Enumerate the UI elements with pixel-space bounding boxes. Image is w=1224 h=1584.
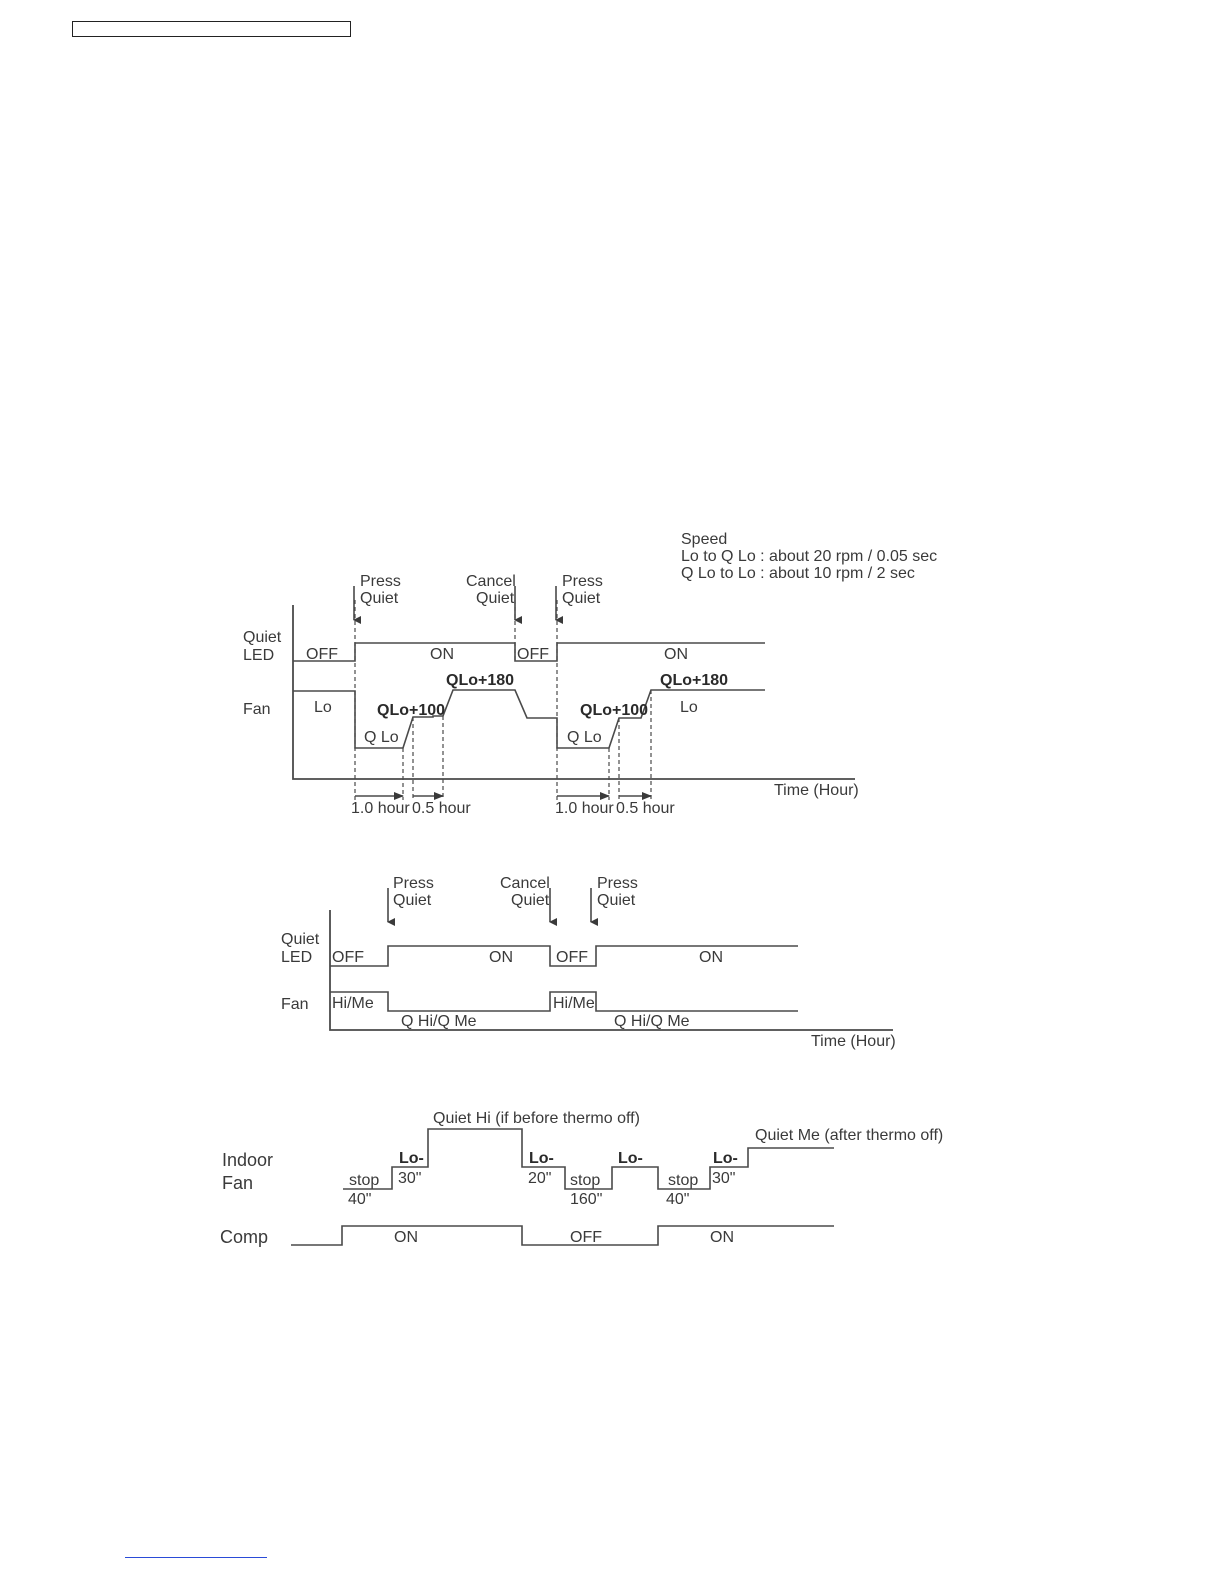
d1-cancel-quiet-line1: Cancel [466,573,516,590]
d1-press-quiet-2-line2: Quiet [562,590,601,607]
d2-led-off-2: OFF [556,949,588,966]
d3-t30-2: 30" [712,1170,735,1187]
d2-press-quiet-1-line2: Quiet [393,892,432,909]
d1-fan-qlo-2: Q Lo [567,729,602,746]
d1-dur-05h-2: 0.5 hour [616,800,675,817]
d1-dur-05h-1: 0.5 hour [412,800,471,817]
d2-x-axis-label: Time (Hour) [811,1033,896,1050]
d1-press-quiet-1-line2: Quiet [360,590,399,607]
d2-led-on-2: ON [699,949,723,966]
speed-line-2: Q Lo to Lo : about 10 rpm / 2 sec [681,565,915,582]
d1-row-quiet: Quiet [243,629,282,646]
diagram-2: Press Quiet Cancel Quiet Press Quiet Qui… [281,875,896,1050]
d3-comp-wave [291,1225,834,1246]
d1-led-on-1: ON [430,646,454,663]
d3-quiet-hi: Quiet Hi (if before thermo off) [433,1110,640,1127]
footer-link-underline[interactable] [125,1557,267,1558]
d1-fan-lo-2: Lo [680,699,698,716]
d2-cancel-quiet-line1: Cancel [500,875,550,892]
d1-axes [292,605,855,780]
d1-dur-1h-1: 1.0 hour [351,800,410,817]
d3-t40-2: 40" [666,1191,689,1208]
d3-stop-3: stop [668,1172,698,1189]
d3-fan-wave [343,1128,834,1190]
d2-led-wave [330,945,798,967]
d1-fan-qlo100-2: QLo+100 [580,702,648,719]
d2-fan-hime-2: Hi/Me [553,995,595,1012]
d2-press-quiet-1-line1: Press [393,875,434,892]
d2-fan-hime-1: Hi/Me [332,995,374,1012]
d3-row-comp: Comp [220,1227,268,1247]
d3-comp-off: OFF [570,1229,602,1246]
d1-led-off-2: OFF [517,646,549,663]
d1-dur-1h-2: 1.0 hour [555,800,614,817]
d1-led-off-1: OFF [306,646,338,663]
d2-led-on-1: ON [489,949,513,966]
diagram-1: Press Quiet Cancel Quiet Press Quiet Qui… [243,573,859,817]
d3-lo-4: Lo- [713,1150,738,1167]
d1-fan-qlo100-1: QLo+100 [377,702,445,719]
d3-row-indoor: Indoor [222,1150,273,1170]
d1-x-axis-label: Time (Hour) [774,782,859,799]
d2-fan-qhi-2: Q Hi/Q Me [614,1013,690,1030]
d2-row-quiet: Quiet [281,931,320,948]
d1-press-quiet-2-line1: Press [562,573,603,590]
speed-note: Speed Lo to Q Lo : about 20 rpm / 0.05 s… [681,531,937,582]
d1-row-led: LED [243,647,274,664]
d1-row-fan: Fan [243,701,271,718]
diagram-3: Indoor Fan Comp stop 40" Lo- 30" Quiet H… [220,1110,943,1247]
d1-fan-wave [293,689,765,749]
d2-row-led: LED [281,949,312,966]
d3-lo-2: Lo- [529,1150,554,1167]
d1-fan-lo-1: Lo [314,699,332,716]
d1-press-quiet-1-line1: Press [360,573,401,590]
d2-press-quiet-2-line2: Quiet [597,892,636,909]
d3-comp-on-2: ON [710,1229,734,1246]
header-box [72,21,351,37]
d1-fan-qlo-1: Q Lo [364,729,399,746]
d2-fan-wave [330,991,798,1012]
d3-stop-2: stop [570,1172,600,1189]
d2-axes [329,910,893,1031]
d1-fan-qlo180-2: QLo+180 [660,672,728,689]
d3-t40-1: 40" [348,1191,371,1208]
d3-row-fan: Fan [222,1173,253,1193]
d3-lo-3: Lo- [618,1150,643,1167]
d3-t30-1: 30" [398,1170,421,1187]
d3-t160: 160" [570,1191,602,1208]
d2-cancel-quiet-line2: Quiet [511,892,550,909]
d1-fan-qlo180-1: QLo+180 [446,672,514,689]
speed-title: Speed [681,531,727,548]
d2-fan-qhi-1: Q Hi/Q Me [401,1013,477,1030]
d2-press-quiet-2-line1: Press [597,875,638,892]
d1-led-on-2: ON [664,646,688,663]
d1-cancel-quiet-line2: Quiet [476,590,515,607]
d3-quiet-me: Quiet Me (after thermo off) [755,1127,943,1144]
d3-comp-on-1: ON [394,1229,418,1246]
d3-stop-1: stop [349,1172,379,1189]
d3-t20: 20" [528,1170,551,1187]
d3-lo-1: Lo- [399,1150,424,1167]
d2-row-fan: Fan [281,996,309,1013]
speed-line-1: Lo to Q Lo : about 20 rpm / 0.05 sec [681,548,937,565]
d2-led-off-1: OFF [332,949,364,966]
